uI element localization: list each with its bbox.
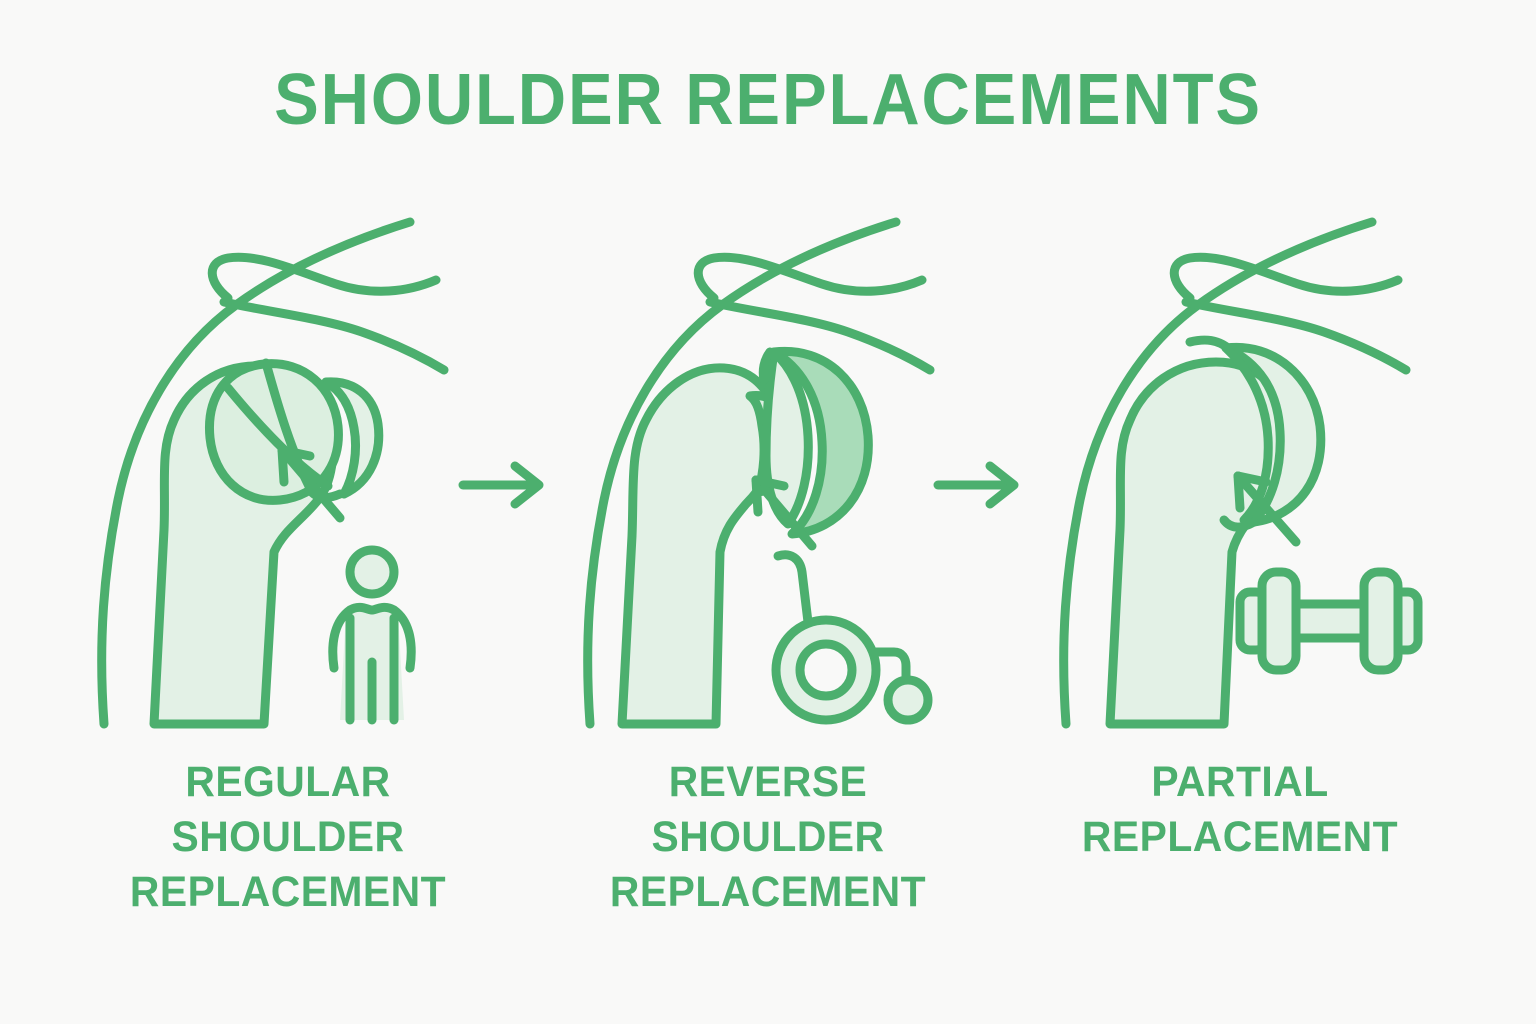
illustration-partial-replacement [1059, 217, 1423, 729]
wheelchair-backrest [773, 550, 813, 627]
dumbbell-plate-inner-left [1257, 567, 1301, 675]
dumbbell-icon [1235, 567, 1423, 675]
cap-top-lip [1185, 335, 1233, 353]
caption-line: REPLACEMENT [129, 868, 447, 917]
clavicle-line [705, 297, 935, 375]
arm-silhouette-line [97, 217, 415, 729]
arrow-right-icon [933, 461, 1019, 509]
wheelchair-caster [883, 675, 933, 725]
caption-line: PARTIAL [1151, 758, 1329, 806]
acromion-line [207, 252, 441, 303]
flow-arrow-1 [455, 452, 565, 518]
illustration-regular-shoulder-replacement [97, 217, 449, 729]
clavicle-line [219, 297, 449, 375]
caption-partial-replacement: PARTIAL REPLACEMENT [1031, 755, 1449, 865]
panel-partial-replacement [1040, 200, 1460, 760]
panel-regular-shoulder-replacement [78, 200, 498, 760]
panel-reverse-shoulder-replacement [568, 200, 988, 760]
callout-arrow [277, 445, 345, 523]
humeral-head-cap-component [1221, 342, 1326, 527]
arm-silhouette-line [583, 217, 901, 729]
arrow-right-icon [458, 461, 544, 509]
flow-arrow-2 [930, 452, 1040, 518]
glenoid-socket-component [321, 377, 384, 499]
arm-silhouette-line [1059, 217, 1377, 729]
caption-line: REGULAR [185, 758, 391, 806]
humerus-bone [617, 363, 783, 729]
illustration-reverse-shoulder-replacement [583, 217, 935, 729]
page-title: SHOULDER REPLACEMENTS [274, 60, 1262, 140]
cap-bottom-lip [1219, 515, 1259, 532]
dumbbell-plate-inner-right [1359, 567, 1403, 675]
callout-arrow [751, 475, 817, 551]
caption-line: SHOULDER [171, 813, 405, 862]
callout-arrow [1233, 471, 1301, 547]
prosthesis-facet-line-1 [223, 383, 333, 491]
caption-regular-shoulder-replacement: REGULAR SHOULDER REPLACEMENT [79, 755, 497, 920]
acromion-line [1169, 252, 1403, 303]
person-icon [328, 545, 416, 725]
glenoid-cup-top-notch [758, 347, 775, 385]
caption-reverse-shoulder-replacement: REVERSE SHOULDER REPLACEMENT [559, 755, 977, 920]
caption-line: REPLACEMENT [609, 868, 927, 917]
wheelchair-icon [771, 550, 933, 725]
clavicle-line [1181, 297, 1411, 375]
wheelchair-frame-bar [869, 647, 911, 687]
caption-line: REVERSE SHOULDER [651, 758, 885, 862]
acromion-line [693, 252, 927, 303]
caption-line: REPLACEMENT [1081, 813, 1399, 862]
